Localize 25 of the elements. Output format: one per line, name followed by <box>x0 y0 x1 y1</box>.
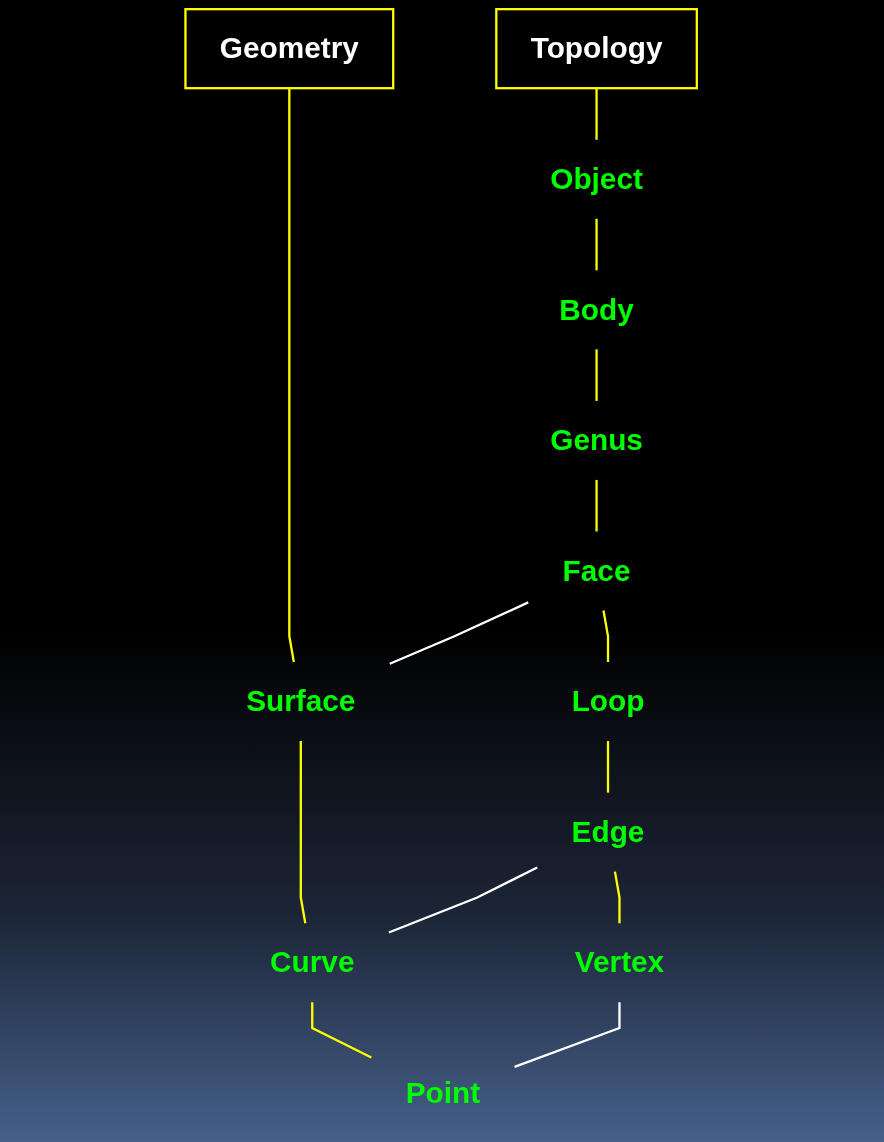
node-box: Topology <box>495 8 698 90</box>
connector <box>595 88 598 140</box>
connector <box>514 1002 621 1068</box>
node-text: Object <box>550 161 643 196</box>
node-text: Genus <box>550 422 643 458</box>
connector <box>613 871 621 924</box>
node-text: Point <box>405 1075 481 1110</box>
node-text: Surface <box>246 683 356 719</box>
node-text: Face <box>562 553 631 588</box>
node-text: Body <box>559 292 634 327</box>
connector <box>595 218 598 271</box>
connector <box>299 741 307 924</box>
connector <box>288 88 295 663</box>
connector <box>595 349 598 401</box>
connector <box>311 1002 372 1059</box>
node-text: Edge <box>571 814 645 849</box>
node-text: Curve <box>270 944 355 980</box>
connector <box>388 866 538 934</box>
connector <box>602 610 610 663</box>
node-box: Geometry <box>184 8 395 90</box>
connector <box>606 741 610 793</box>
node-text: Loop <box>571 683 645 719</box>
node-text: Vertex <box>574 944 665 980</box>
connector <box>389 601 529 665</box>
connector <box>595 479 598 532</box>
